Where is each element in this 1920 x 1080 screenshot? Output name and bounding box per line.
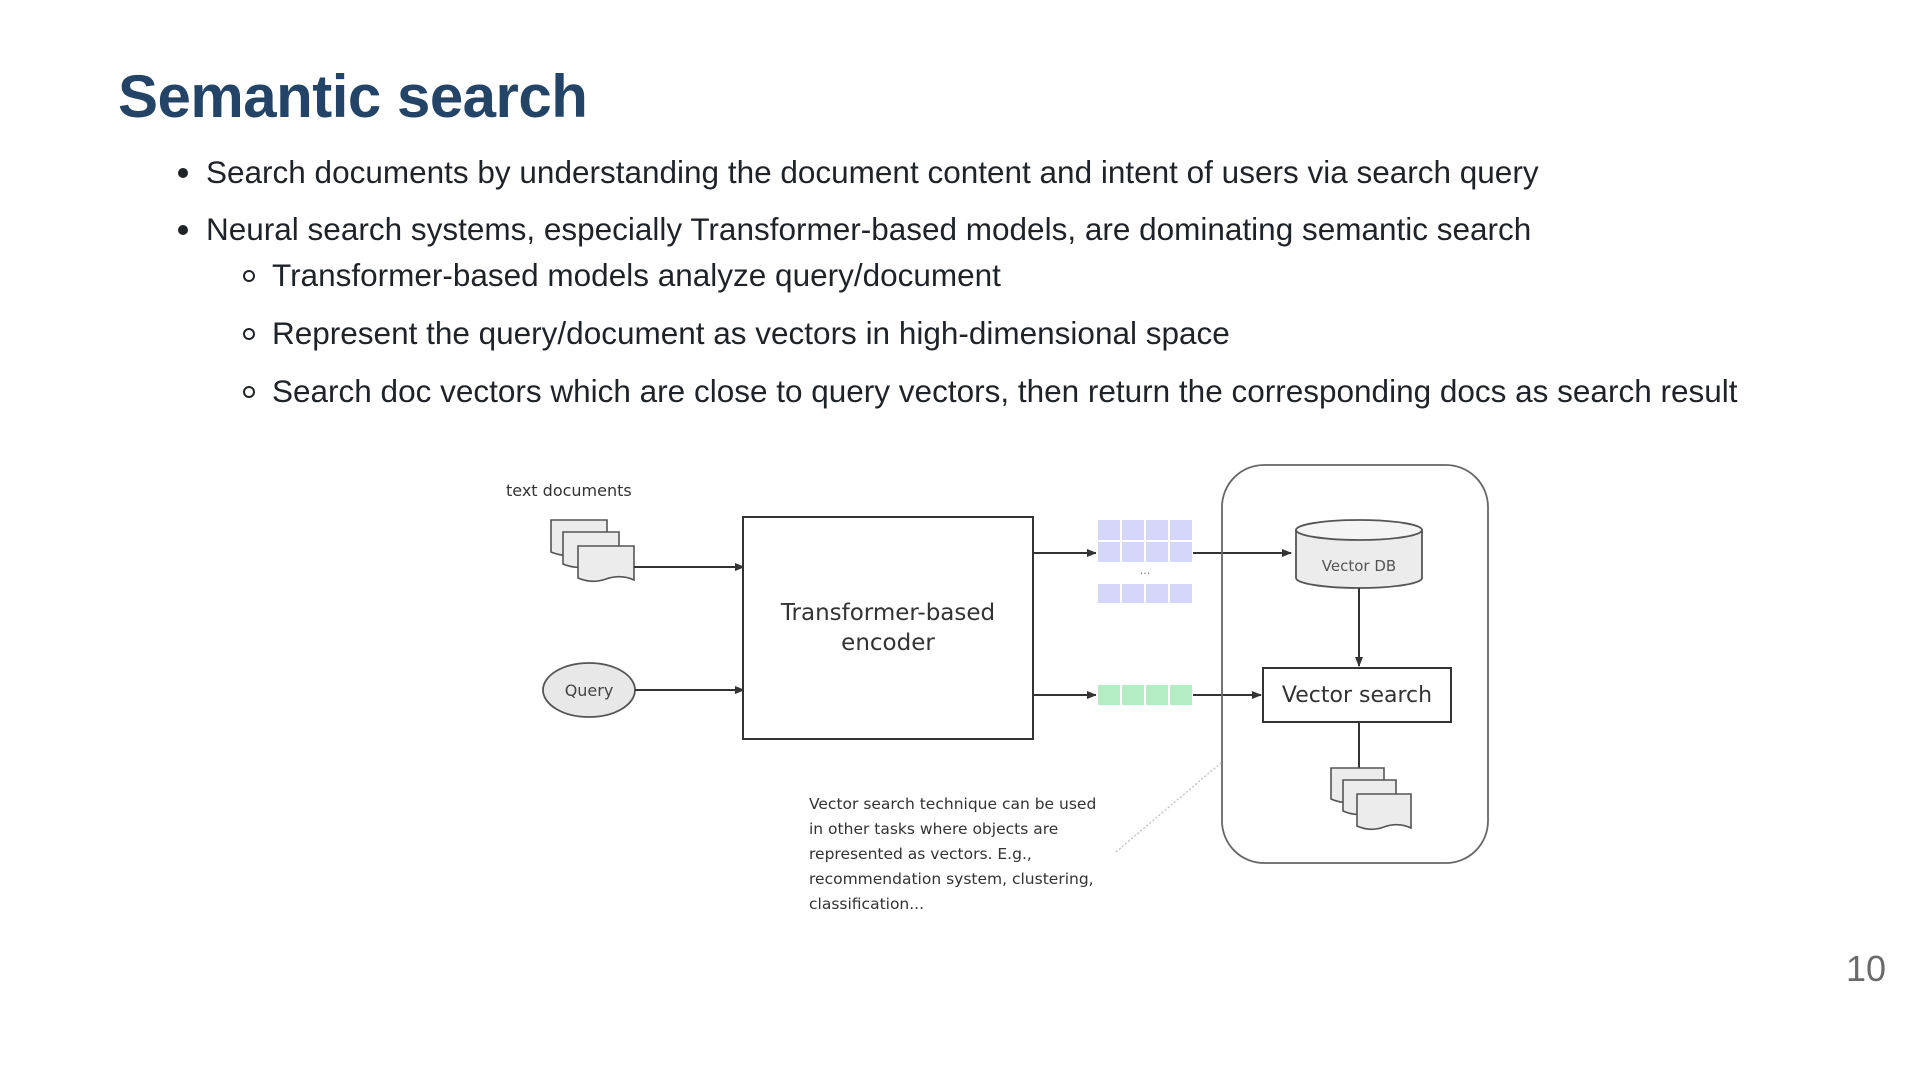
note-line: in other tasks where objects are <box>809 820 1058 838</box>
vector-search-box <box>1262 667 1452 723</box>
note-text: Vector search technique can be used in o… <box>809 795 1096 913</box>
note-line: recommendation system, clustering, <box>809 870 1094 888</box>
encoder-box <box>742 516 1034 740</box>
vector-search-label: Vector search <box>1282 683 1432 708</box>
note-line: classification... <box>809 895 924 913</box>
sub-bullet-item: Search doc vectors which are close to qu… <box>243 369 1920 413</box>
sub-bullet-text: Search doc vectors which are close to qu… <box>272 373 1738 409</box>
sub-bullet-list: Transformer-based models analyze query/d… <box>206 253 1920 413</box>
sub-bullet-text: Represent the query/document as vectors … <box>272 315 1230 351</box>
document-vectors <box>1096 518 1194 605</box>
encoder-label-line1: Transformer-based <box>780 600 995 626</box>
note-leader-line <box>1115 761 1223 853</box>
encoder-label-line2: encoder <box>841 630 935 656</box>
sub-bullet-item: Represent the query/document as vectors … <box>243 311 1920 355</box>
sub-bullet-item: Transformer-based models analyze query/d… <box>243 253 1920 297</box>
bullet-item: Search documents by understanding the do… <box>178 150 1920 194</box>
bullet-text: Neural search systems, especially Transf… <box>206 211 1532 247</box>
note-line: Vector search technique can be used <box>809 795 1096 813</box>
slide-title: Semantic search <box>118 63 588 130</box>
result-documents-icon <box>1330 767 1412 831</box>
vector-ellipsis: ... <box>1140 564 1151 577</box>
bullet-item: Neural search systems, especially Transf… <box>178 207 1920 413</box>
vector-db-label: Vector DB <box>1322 557 1396 575</box>
query-label: Query <box>565 681 614 700</box>
vector-search-container <box>1221 464 1489 864</box>
vector-db-icon <box>1295 519 1423 589</box>
sub-bullet-text: Transformer-based models analyze query/d… <box>272 257 1001 293</box>
bullet-text: Search documents by understanding the do… <box>206 154 1539 190</box>
bullet-list: Search documents by understanding the do… <box>150 150 1920 427</box>
note-line: represented as vectors. E.g., <box>809 845 1032 863</box>
text-documents-label: text documents <box>506 481 632 500</box>
page-number: 10 <box>1845 948 1886 989</box>
input-documents-icon <box>550 519 635 583</box>
query-vector <box>1096 683 1194 707</box>
